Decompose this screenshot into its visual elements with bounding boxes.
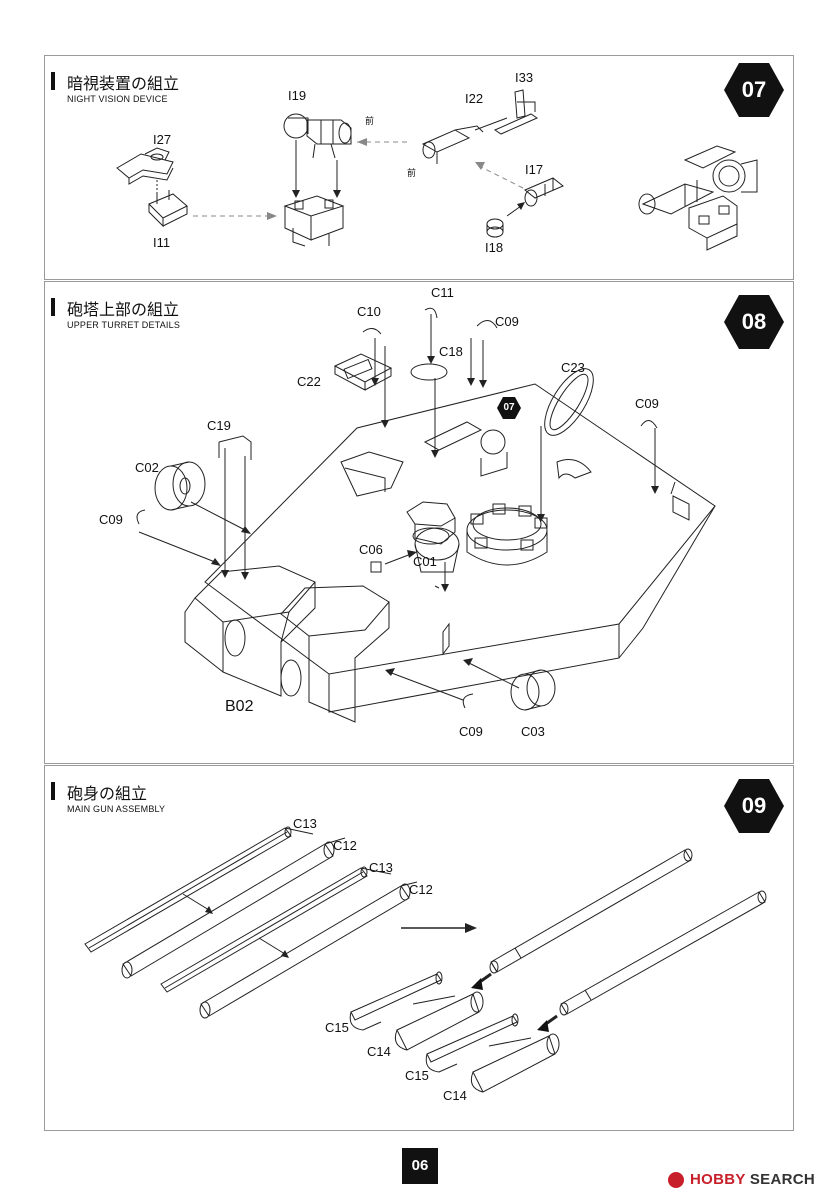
part-label-i22: I22	[465, 91, 484, 106]
part-i19-drawing	[283, 113, 352, 159]
part-c19-drawing	[218, 435, 252, 460]
step-number: 08	[741, 309, 767, 334]
turret-illustration	[136, 307, 716, 723]
step-title-jp: 砲身の組立	[67, 784, 148, 803]
part-c12-drawing	[199, 883, 411, 1019]
subassembly-ref-badge: 07	[496, 396, 522, 420]
part-i33-drawing	[493, 89, 539, 135]
main-gun-illustration	[84, 826, 767, 1093]
part-label-c09: C09	[635, 396, 659, 411]
part-label-c23: C23	[561, 360, 585, 375]
watermark-brand: HOBBY	[690, 1171, 746, 1188]
part-label-b02: B02	[225, 698, 254, 715]
mount-drawing	[283, 195, 345, 247]
watermark-text: HOBBY SEARCH	[690, 1171, 815, 1188]
step-title-jp: 砲塔上部の組立	[67, 300, 180, 319]
part-label-i19: I19	[288, 88, 307, 103]
step-number-badge: 07	[723, 62, 785, 118]
part-c09-drawing	[476, 320, 498, 329]
assembly-preview-drawing	[638, 145, 758, 251]
front-mark: 前	[407, 169, 417, 179]
part-label-i27: I27	[153, 132, 172, 147]
part-i17-drawing	[524, 177, 564, 207]
part-c09-drawing	[640, 420, 658, 429]
part-label-c19: C19	[207, 418, 231, 433]
barrel-assembly-drawing	[489, 848, 767, 1016]
part-i11-drawing	[148, 190, 188, 228]
hobby-search-logo-icon	[668, 1172, 684, 1188]
part-i18-drawing	[486, 218, 504, 238]
part-c14-drawing	[394, 991, 484, 1051]
step-09-panel: 砲身の組立 MAIN GUN ASSEMBLY 09	[44, 765, 794, 1131]
step-number-badge: 09	[723, 778, 785, 834]
title-marker	[51, 298, 55, 316]
part-c22-drawing	[333, 353, 393, 391]
part-c15-drawing	[425, 1013, 519, 1073]
part-label-c13: C13	[369, 860, 393, 875]
part-c10-drawing	[362, 328, 382, 335]
part-label-i33: I33	[515, 70, 534, 85]
part-label-c09: C09	[495, 314, 519, 329]
step-number: 09	[741, 793, 767, 818]
part-c18-drawing	[410, 363, 448, 381]
subassembly-ref-number: 07	[503, 402, 515, 413]
part-label-i17: I17	[525, 162, 544, 177]
part-label-c12: C12	[409, 882, 433, 897]
part-label-c15: C15	[325, 1020, 349, 1035]
part-label-c06: C06	[359, 542, 383, 557]
part-c09-drawing	[462, 693, 474, 709]
part-c14-drawing	[470, 1033, 560, 1093]
part-label-c18: C18	[439, 344, 463, 359]
step-number-badge: 08	[723, 294, 785, 350]
step-title-jp: 暗視装置の組立	[67, 74, 180, 93]
part-label-c12: C12	[333, 838, 357, 853]
hexagon-icon	[724, 63, 784, 117]
step-number: 07	[741, 77, 767, 102]
part-label-c15: C15	[405, 1068, 429, 1083]
hexagon-icon	[724, 295, 784, 349]
part-c15-drawing	[349, 971, 443, 1031]
part-label-c09: C09	[459, 724, 483, 739]
page-number: 06	[402, 1148, 438, 1184]
part-c06-drawing	[370, 561, 382, 573]
part-label-c13: C13	[293, 816, 317, 831]
step-title-en: MAIN GUN ASSEMBLY	[67, 804, 166, 814]
step-title-en: NIGHT VISION DEVICE	[67, 94, 168, 104]
part-c11-drawing	[424, 307, 438, 319]
part-c13-drawing	[84, 826, 292, 953]
step-07-panel: 暗視装置の組立 NIGHT VISION DEVICE 07	[44, 55, 794, 280]
hexagon-icon	[724, 779, 784, 833]
part-c03-drawing	[510, 669, 556, 711]
part-i22-drawing	[421, 117, 508, 164]
part-label-c01: C01	[413, 554, 437, 569]
part-label-i11: I11	[153, 235, 171, 250]
part-label-c09: C09	[99, 512, 123, 527]
front-mark: 前	[365, 117, 375, 127]
part-c02-drawing	[154, 461, 206, 511]
part-label-c02: C02	[135, 460, 159, 475]
title-marker	[51, 782, 55, 800]
turret-top-drawing	[184, 368, 716, 723]
part-i27-drawing	[116, 147, 174, 185]
part-label-c03: C03	[521, 724, 545, 739]
part-c13-drawing	[160, 866, 368, 993]
part-c12-drawing	[121, 841, 335, 979]
night-vision-illustration	[116, 89, 758, 251]
title-marker	[51, 72, 55, 90]
part-c09-drawing	[136, 509, 146, 525]
part-label-c10: C10	[357, 304, 381, 319]
part-label-c22: C22	[297, 374, 321, 389]
part-c01-drawing	[412, 527, 450, 545]
watermark-rest: SEARCH	[745, 1171, 816, 1188]
step-08-panel: 砲塔上部の組立 UPPER TURRET DETAILS 08	[44, 281, 794, 764]
hexagon-icon	[497, 397, 521, 419]
part-label-c11: C11	[431, 285, 454, 300]
part-label-c14: C14	[443, 1088, 467, 1103]
part-label-i18: I18	[485, 240, 504, 255]
part-label-c14: C14	[367, 1044, 391, 1059]
step-title-en: UPPER TURRET DETAILS	[67, 320, 181, 330]
